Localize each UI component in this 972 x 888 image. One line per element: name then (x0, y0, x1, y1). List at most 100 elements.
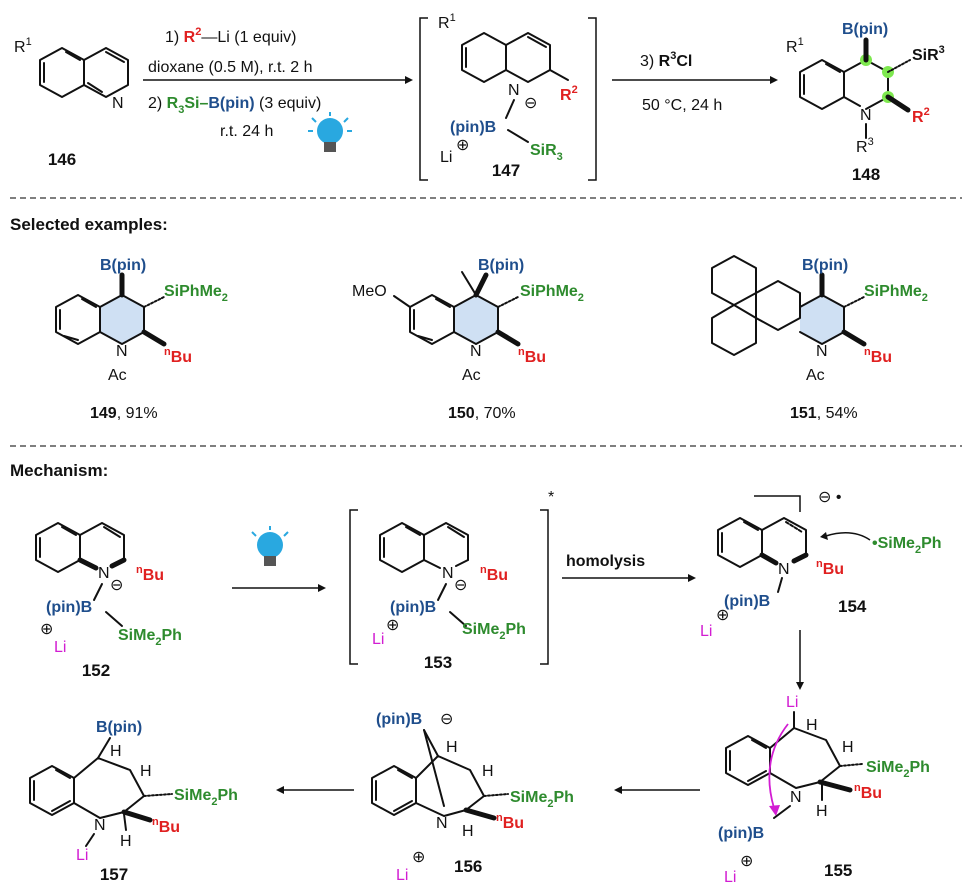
hydrogen-label-3: H (120, 833, 132, 850)
silyl-label: SiPhMe2 (164, 283, 228, 304)
sir3-label: SiR3 (912, 44, 945, 64)
bpin-label: (pin)B (376, 711, 422, 728)
bpin-label: (pin)B (718, 825, 764, 842)
light-bulb-icon (251, 526, 289, 566)
nitrogen-label: N (112, 95, 124, 112)
compound-150: MeO B(pin) SiPhMe2 N Ac nBu 150, 70% (352, 257, 584, 422)
homolysis-label: homolysis (566, 553, 645, 570)
bpin-label: B(pin) (478, 257, 524, 274)
ring-opening-arrow (276, 786, 354, 794)
compound-id-148: 148 (852, 165, 880, 184)
silyl-label: SiMe2Ph (462, 621, 526, 642)
compound-id-147: 147 (492, 161, 520, 180)
step1-label: 1) R2—Li (1 equiv) (165, 26, 297, 46)
butyl-label: nBu (854, 782, 882, 802)
compound-155: Li H H SiMe2Ph N nBu H (pin)B Li ⊕ 155 (718, 694, 930, 886)
nitrogen-label: N (442, 565, 454, 582)
nitrogen-label: N (860, 107, 872, 124)
hydrogen-label-3: H (462, 823, 474, 840)
cation-charge: ⊕ (740, 853, 753, 870)
lithium-label: Li (440, 149, 452, 166)
butyl-label: nBu (136, 564, 164, 584)
cation-charge: ⊕ (40, 621, 53, 638)
compound-id-151: 151, 54% (790, 405, 858, 422)
compound-149: B(pin) SiPhMe2 N Ac nBu 149, 91% (55, 257, 228, 422)
r3-label: R3 (856, 136, 874, 156)
silyl-radical-label: •SiMe2Ph (872, 535, 942, 556)
r2-label: R2 (912, 106, 930, 126)
silyl-label: SiPhMe2 (864, 283, 928, 304)
compound-id-152: 152 (82, 661, 110, 680)
radical-addition-arrow (796, 630, 804, 690)
compound-id-156: 156 (454, 857, 482, 876)
nitrogen-label: N (778, 561, 790, 578)
butyl-label: nBu (152, 816, 180, 836)
compound-146: R1 N 146 (14, 36, 129, 169)
compound-151: B(pin) SiPhMe2 N Ac nBu 151, 54% (711, 255, 928, 422)
reaction-step-3: 3) R3Cl 50 °C, 24 h (612, 50, 778, 114)
nitrogen-label: N (98, 565, 110, 582)
butyl-label: nBu (480, 564, 508, 584)
compound-148: B(pin) SiR3 R1 N R3 R2 148 (786, 21, 945, 184)
hydrogen-label-1: H (110, 743, 122, 760)
butyl-label: nBu (816, 558, 844, 578)
anion-charge: ⊖ (524, 95, 537, 112)
butyl-label: nBu (496, 812, 524, 832)
anion-charge: ⊖ (454, 577, 467, 594)
compound-id-155: 155 (824, 861, 852, 880)
bpin-label: B(pin) (842, 21, 888, 38)
cation-charge: ⊕ (412, 849, 425, 866)
compound-id-157: 157 (100, 865, 128, 884)
section-title-examples: Selected examples: (10, 215, 168, 234)
r1-label: R1 (786, 36, 804, 56)
step1-conditions: dioxane (0.5 M), r.t. 2 h (148, 59, 313, 76)
bpin-label: (pin)B (724, 593, 770, 610)
compound-id-146: 146 (48, 150, 76, 169)
lithium-top-label: Li (786, 694, 798, 711)
butyl-label: nBu (164, 346, 192, 366)
nitrogen-label: N (436, 815, 448, 832)
r2-label: R2 (560, 84, 578, 104)
compound-157: B(pin) H H SiMe2Ph N nBu Li H 157 (29, 719, 238, 884)
anion-charge: ⊖ (440, 711, 453, 728)
butyl-label: nBu (518, 346, 546, 366)
compound-156: (pin)B ⊖ H H SiMe2Ph N H nBu Li ⊕ 156 (371, 711, 574, 884)
r1-label: R1 (438, 12, 456, 32)
nitrogen-label: N (470, 343, 482, 360)
bpin-label: B(pin) (802, 257, 848, 274)
bpin-label: (pin)B (450, 119, 496, 136)
hydrogen-label-1: H (446, 739, 458, 756)
anion-charge: ⊖ (110, 577, 123, 594)
boryl-migration-arrow (614, 786, 700, 794)
section-title-mechanism: Mechanism: (10, 461, 108, 480)
step3-conditions: 50 °C, 24 h (642, 97, 722, 114)
acetyl-label: Ac (806, 367, 825, 384)
silyl-label: SiPhMe2 (520, 283, 584, 304)
radical-anion-charge: ⊖ • (818, 489, 841, 506)
lithium-label: Li (724, 869, 736, 886)
sir3-label: SiR3 (530, 142, 563, 163)
step2-label: 2) R3Si–B(pin) (3 equiv) (148, 95, 321, 116)
lithium-label: Li (54, 639, 66, 656)
bpin-label: B(pin) (100, 257, 146, 274)
silyl-label: SiMe2Ph (510, 789, 574, 810)
nitrogen-label: N (790, 789, 802, 806)
nitrogen-label: N (116, 343, 128, 360)
nitrogen-label: N (94, 817, 106, 834)
hydrogen-label-2: H (482, 763, 494, 780)
bpin-label: (pin)B (46, 599, 92, 616)
acetyl-label: Ac (108, 367, 127, 384)
light-bulb-icon (308, 112, 352, 152)
compound-152: N ⊖ nBu (pin)B SiMe2Ph Li ⊕ 152 (35, 522, 182, 680)
hydrogen-label-2: H (140, 763, 152, 780)
cation-charge: ⊕ (456, 137, 469, 154)
bpin-label: B(pin) (96, 719, 142, 736)
nitrogen-label: N (508, 82, 520, 99)
compound-id-149: 149, 91% (90, 405, 158, 422)
reaction-step-1-2: 1) R2—Li (1 equiv) dioxane (0.5 M), r.t.… (143, 26, 413, 152)
bpin-label: (pin)B (390, 599, 436, 616)
lithium-label: Li (700, 623, 712, 640)
excited-state-marker: * (548, 489, 554, 506)
methoxy-label: MeO (352, 283, 387, 300)
